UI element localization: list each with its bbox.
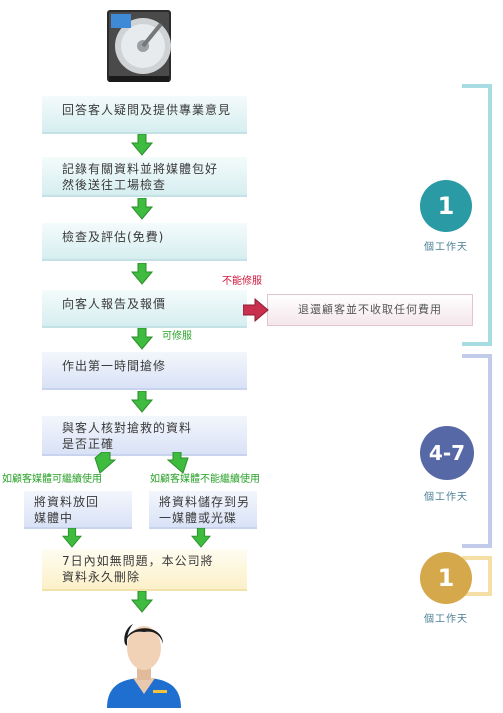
phase-days-value: 1 <box>437 192 455 220</box>
step-text: 將資料放回 <box>34 495 100 509</box>
media-usable-label: 如顧客媒體可繼續使用 <box>2 474 102 485</box>
step-text: 與客人核對搶救的資料 <box>62 421 193 435</box>
phase-days-badge: 1 <box>420 552 472 604</box>
phase-days-unit: 個工作天 <box>424 242 468 253</box>
customer-avatar-icon <box>107 624 181 708</box>
step-text: 一媒體或光碟 <box>159 511 238 525</box>
can-repair-label: 可修服 <box>162 331 192 342</box>
down-arrow-icon <box>131 263 153 285</box>
phase-days-unit: 個工作天 <box>424 492 468 503</box>
phase-days-value: 1 <box>437 564 455 592</box>
down-right-arrow-icon <box>167 452 189 474</box>
step-return-to-media: 將資料放回 媒體中 <box>24 491 132 529</box>
down-arrow-icon <box>131 591 153 613</box>
down-arrow-icon <box>131 391 153 413</box>
down-arrow-icon <box>131 328 153 350</box>
step-text: 向客人報告及報價 <box>62 297 167 311</box>
down-arrow-icon <box>62 528 82 548</box>
phase-bracket <box>462 556 492 596</box>
step-text: 檢查及評估(免費) <box>62 230 165 244</box>
right-arrow-icon <box>243 298 269 322</box>
step-text: 作出第一時間搶修 <box>62 359 167 373</box>
step-inspect-evaluate: 檢查及評估(免費) <box>42 223 247 261</box>
phase-bracket <box>462 84 492 346</box>
phase-days-badge: 4-7 <box>420 426 474 480</box>
down-left-arrow-icon <box>94 452 116 474</box>
step-text: 將資料儲存到另 <box>159 495 251 509</box>
step-verify-data: 與客人核對搶救的資料 是否正確 <box>42 416 247 456</box>
step-text: 7日內如無問題，本公司將 <box>62 554 214 568</box>
step-save-other-media: 將資料儲存到另 一媒體或光碟 <box>149 491 257 529</box>
refund-box: 退還顧客並不收取任何費用 <box>267 294 473 326</box>
step-text: 記錄有關資料並將媒體包好 <box>62 162 219 176</box>
step-text: 回答客人疑問及提供專業意見 <box>62 103 232 117</box>
step-delete-data: 7日內如無問題，本公司將 資料永久刪除 <box>42 549 247 591</box>
refund-text: 退還顧客並不收取任何費用 <box>298 303 442 316</box>
phase-days-unit: 個工作天 <box>424 614 468 625</box>
down-arrow-icon <box>131 134 153 156</box>
step-text: 媒體中 <box>34 511 74 525</box>
step-text: 是否正確 <box>62 437 115 451</box>
step-answer-questions: 回答客人疑問及提供專業意見 <box>42 96 247 134</box>
phase-days-value: 4-7 <box>428 441 466 465</box>
down-arrow-icon <box>131 198 153 220</box>
step-report-quote: 向客人報告及報價 <box>42 290 247 328</box>
step-text: 然後送往工場檢查 <box>62 178 167 192</box>
step-repair: 作出第一時間搶修 <box>42 352 247 390</box>
step-text: 資料永久刪除 <box>62 570 141 584</box>
step-record-data: 記錄有關資料並將媒體包好 然後送往工場檢查 <box>42 157 247 197</box>
down-arrow-icon <box>191 528 211 548</box>
hard-disk-icon <box>107 10 171 82</box>
phase-days-badge: 1 <box>420 180 472 232</box>
cannot-repair-label: 不能修服 <box>222 276 262 287</box>
media-unusable-label: 如顧客媒體不能繼續使用 <box>150 474 260 485</box>
phase-bracket <box>462 354 492 548</box>
